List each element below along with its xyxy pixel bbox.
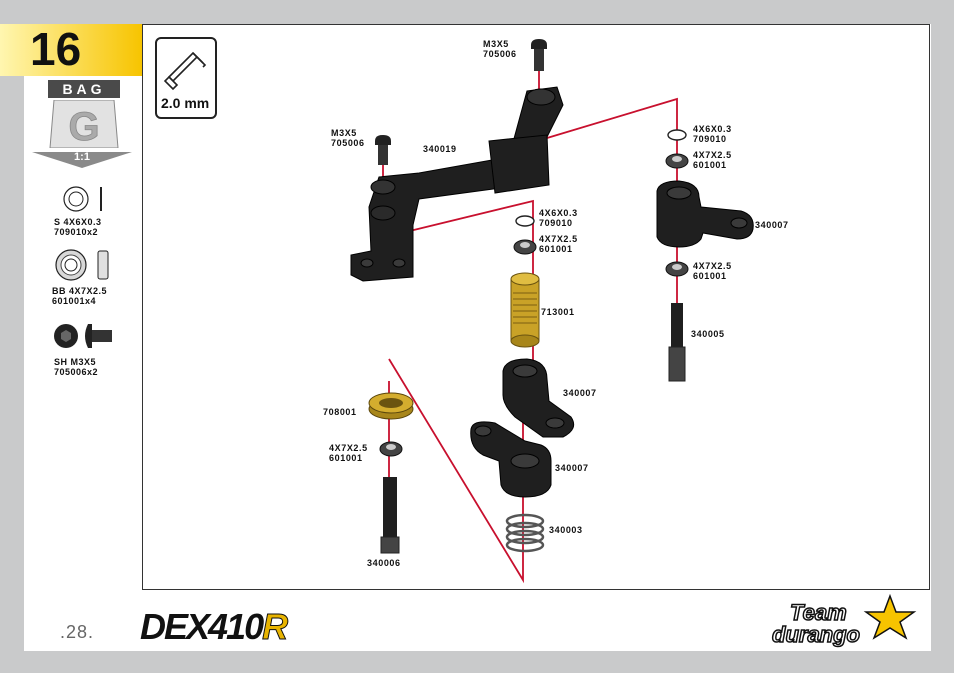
callout-340006: 340006	[367, 558, 401, 568]
bag-icon: G	[49, 100, 119, 148]
scale-label: 1:1	[74, 151, 90, 163]
step-tab: 16	[0, 23, 142, 76]
sidebar-part-name-1: S 4X6X0.3	[54, 217, 102, 227]
steering-arm-340007-b	[470, 421, 552, 498]
shaft-340006	[380, 477, 400, 554]
tool-size: 2.0 mm	[161, 95, 210, 111]
screw-left	[375, 135, 391, 165]
bag-label: BAG	[48, 80, 120, 98]
callout-line: 601001	[693, 159, 727, 170]
callout-708001: 708001	[323, 407, 357, 417]
exploded-view	[350, 39, 754, 584]
callout-340019: 340019	[423, 144, 457, 154]
screw-icon	[54, 324, 112, 348]
callout-line: 709010	[539, 217, 573, 228]
callout-line: M3X5	[331, 128, 357, 138]
callout-line: 705006	[483, 48, 517, 59]
team-durango-logo: Team durango	[771, 594, 917, 648]
step-number: 16	[30, 23, 82, 75]
sidebar-part-name-2: BB 4X7X2.5	[52, 286, 108, 296]
page-number: .28.	[60, 622, 95, 642]
callout-340005: 340005	[691, 329, 725, 339]
callout-line: 4X6X0.3	[693, 124, 732, 134]
tool-box: 2.0 mm	[155, 37, 217, 119]
brass-nut-708001	[368, 392, 414, 420]
callout-line: 4X7X2.5	[539, 234, 578, 244]
bearing-right-top	[665, 153, 689, 169]
callout-340007-right: 340007	[755, 220, 789, 230]
logo-line2: durango	[772, 622, 860, 647]
screw-top	[531, 39, 547, 71]
scale-banner	[32, 152, 132, 168]
sidebar-part-code-1: 709010x2	[54, 227, 99, 237]
manual-page: 16 BAG G 1:1 S 4X6X0.3 709010x2 BB 4X7X2…	[0, 23, 931, 651]
bearing-center-top	[513, 239, 537, 255]
hex-key-icon	[163, 51, 207, 91]
logo-line1: Team	[790, 600, 847, 625]
callout-line: 4X7X2.5	[693, 261, 732, 271]
callout-340007-b: 340007	[555, 463, 589, 473]
callout-line: 4X7X2.5	[693, 150, 732, 160]
brass-post-713001	[510, 272, 540, 348]
sidebar-part-code-3: 705006x2	[54, 367, 99, 377]
callout-line: 601001	[539, 243, 573, 254]
servo-saver-mount	[350, 86, 564, 282]
callout-line: 4X7X2.5	[329, 443, 368, 453]
assembly-diagram-frame: 2.0 mm	[142, 24, 930, 590]
brand-logo: DEX410R	[140, 606, 289, 648]
spring-340003	[505, 513, 545, 553]
callout-line: 705006	[331, 137, 365, 148]
callout-340003: 340003	[549, 525, 583, 535]
shaft-340005	[668, 303, 686, 382]
shim-icon	[63, 186, 102, 212]
bearing-left	[379, 441, 403, 457]
callout-340007-a: 340007	[563, 388, 597, 398]
brand-suffix: R	[262, 606, 289, 648]
sidebar-part-name-3: SH M3X5	[54, 357, 97, 367]
shim-center	[515, 215, 535, 227]
steering-arm-340007-a	[502, 358, 575, 438]
sidebar: 16 BAG G 1:1 S 4X6X0.3 709010x2 BB 4X7X2…	[0, 23, 142, 590]
brand-name: DEX410	[140, 606, 264, 647]
callout-713001: 713001	[541, 307, 575, 317]
shim-right	[667, 129, 687, 141]
callout-line: 601001	[329, 452, 363, 463]
callout-line: M3X5	[483, 39, 509, 49]
callout-line: 709010	[693, 133, 727, 144]
callout-line: 601001	[693, 270, 727, 281]
bag-letter: G	[68, 105, 99, 148]
sidebar-part-code-2: 601001x4	[52, 296, 97, 306]
steering-arm-340007-right	[656, 180, 754, 248]
bearing-right-bottom	[665, 261, 689, 277]
bearing-icon	[55, 249, 109, 281]
callout-line: 4X6X0.3	[539, 208, 578, 218]
